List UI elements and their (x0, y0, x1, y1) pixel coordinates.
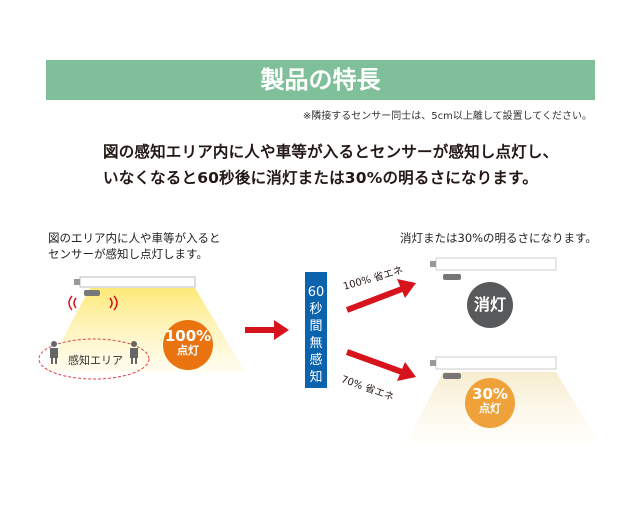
signal-wave-right-icon (109, 295, 118, 311)
sensing-area-label: 感知エリア (68, 354, 123, 367)
lead-line-1: 図の感知エリア内に人や車等が入るとセンサーが感知し点灯し、 (103, 143, 559, 161)
on-100-pct: 100% (164, 327, 212, 345)
timer-char: 無 (309, 336, 323, 351)
section-title-banner: 製品の特長 (46, 60, 595, 100)
on-100-label: 点灯 (177, 344, 199, 357)
sensor-left (84, 290, 100, 296)
off-badge: 消灯 (467, 282, 513, 328)
arrow-lower-icon (345, 349, 416, 381)
dim-30-badge: 30% 点灯 (465, 378, 515, 428)
installation-note: ※隣接するセンサー同士は、5cm以上離して設置してください。 (302, 111, 592, 122)
sensing-area-ellipse (38, 338, 150, 380)
arrow-right-icon (245, 320, 289, 340)
lead-line-2: いなくなると60秒後に消灯または30%の明るさになります。 (103, 169, 538, 187)
timer-char: 知 (309, 370, 323, 385)
timer-char: 感 (309, 353, 323, 368)
arrow-upper-icon (345, 279, 416, 313)
right-caption: 消灯または30%の明るさになります。 (400, 231, 597, 245)
dim-30-label: 点灯 (479, 402, 501, 415)
dim-30-pct: 30% (472, 385, 508, 403)
led-tube-off (430, 257, 557, 280)
left-caption-line-1: 図のエリア内に人や車等が入ると (48, 231, 221, 245)
timer-60s-box: 60 秒 間 無 感 知 (305, 272, 327, 388)
timer-char: 60 (307, 285, 325, 300)
person-icon (130, 341, 138, 364)
led-tube-dim (430, 356, 557, 379)
led-tube-left (74, 276, 196, 288)
left-caption-line-2: センサーが感知し点灯します。 (48, 247, 208, 261)
timer-char: 間 (309, 319, 323, 334)
on-100-badge: 100% 点灯 (163, 320, 213, 370)
person-icon (50, 341, 58, 364)
timer-char: 秒 (309, 302, 323, 317)
signal-wave-left-icon (68, 295, 77, 311)
